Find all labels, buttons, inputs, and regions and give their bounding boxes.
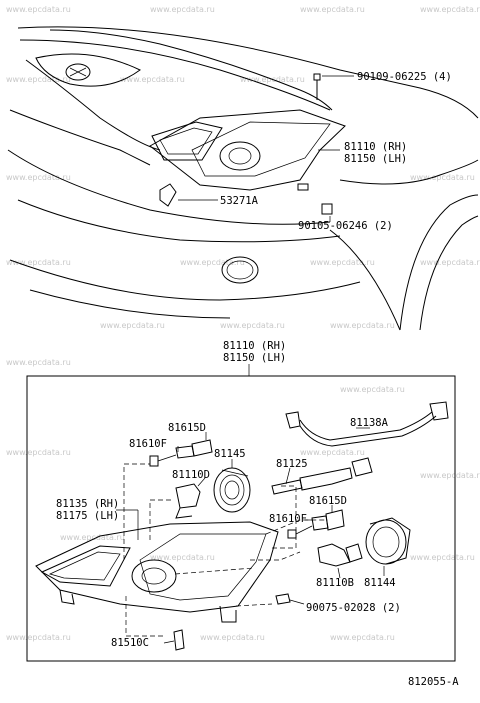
top-leader-lines [178,75,354,222]
svg-text:www.epcdata.ru: www.epcdata.ru [6,75,71,84]
svg-text:www.epcdata.ru: www.epcdata.ru [60,533,125,542]
svg-text:www.epcdata.ru: www.epcdata.ru [410,173,475,182]
label-clip-left: 53271A [220,195,259,207]
bottom-leader-lines [116,432,385,579]
car-front-drawing [7,26,479,331]
svg-text:www.epcdata.ru: www.epcdata.ru [120,75,185,84]
side-bulb [271,457,373,495]
label-assy-lh-top: 81150 (LH) [344,153,407,165]
svg-text:www.epcdata.ru: www.epcdata.ru [100,321,165,330]
socket-bulb-lower [287,509,411,567]
exploded-view-frame [26,375,456,662]
headlamp-assembly [35,463,326,637]
svg-text:www.epcdata.ru: www.epcdata.ru [220,321,285,330]
label-side-bulb: 81125 [276,458,308,470]
svg-text:www.epcdata.ru: www.epcdata.ru [300,448,365,457]
label-small-bulb: 81510C [111,637,149,649]
label-clip-right: 90105-06246 (2) [298,220,393,232]
label-socket-b: 81615D [309,495,347,507]
label-cover-a: 81145 [214,448,246,460]
label-assy-rh: 81110 (RH) [223,340,286,352]
label-turn-rh: 81135 (RH) [56,498,119,510]
svg-text:www.epcdata.ru: www.epcdata.ru [420,258,480,267]
svg-text:www.epcdata.ru: www.epcdata.ru [180,258,245,267]
svg-text:www.epcdata.ru: www.epcdata.ru [6,633,71,642]
label-wire: 81138A [350,417,389,429]
diagram-number: 812055-A [408,676,459,688]
label-bulb-b: 81610F [269,513,307,525]
label-bulb-a: 81610F [129,438,167,450]
svg-text:www.epcdata.ru: www.epcdata.ru [330,321,395,330]
label-bulb-main: 81110D [172,469,210,481]
label-socket-a: 81615D [168,422,206,434]
small-bulb-part [163,629,185,651]
svg-text:www.epcdata.ru: www.epcdata.ru [6,448,71,457]
label-cover-b: 81144 [364,577,396,589]
label-bolt-top: 90109-06225 (4) [357,71,452,83]
label-screw: 90075-02028 (2) [306,602,401,614]
svg-text:www.epcdata.ru: www.epcdata.ru [150,553,215,562]
svg-text:www.epcdata.ru: www.epcdata.ru [310,258,375,267]
label-assy-rh-top: 81110 (RH) [344,141,407,153]
svg-text:www.epcdata.ru: www.epcdata.ru [330,633,395,642]
svg-text:www.epcdata.ru: www.epcdata.ru [420,5,480,14]
svg-text:www.epcdata.ru: www.epcdata.ru [410,553,475,562]
svg-text:www.epcdata.ru: www.epcdata.ru [420,471,480,480]
label-bulb-hi: 81110B [316,577,354,589]
screw-part [275,593,305,605]
svg-text:www.epcdata.ru: www.epcdata.ru [6,358,71,367]
label-turn-lh: 81175 (LH) [56,510,119,522]
svg-text:www.epcdata.ru: www.epcdata.ru [300,5,365,14]
svg-text:www.epcdata.ru: www.epcdata.ru [340,385,405,394]
svg-text:www.epcdata.ru: www.epcdata.ru [200,633,265,642]
svg-text:www.epcdata.ru: www.epcdata.ru [150,5,215,14]
label-assy-lh: 81150 (LH) [223,352,286,364]
socket-bulb-upper [149,439,251,519]
wire-harness [285,401,449,447]
svg-text:www.epcdata.ru: www.epcdata.ru [6,5,71,14]
svg-text:www.epcdata.ru: www.epcdata.ru [6,173,71,182]
svg-text:www.epcdata.ru: www.epcdata.ru [6,258,71,267]
